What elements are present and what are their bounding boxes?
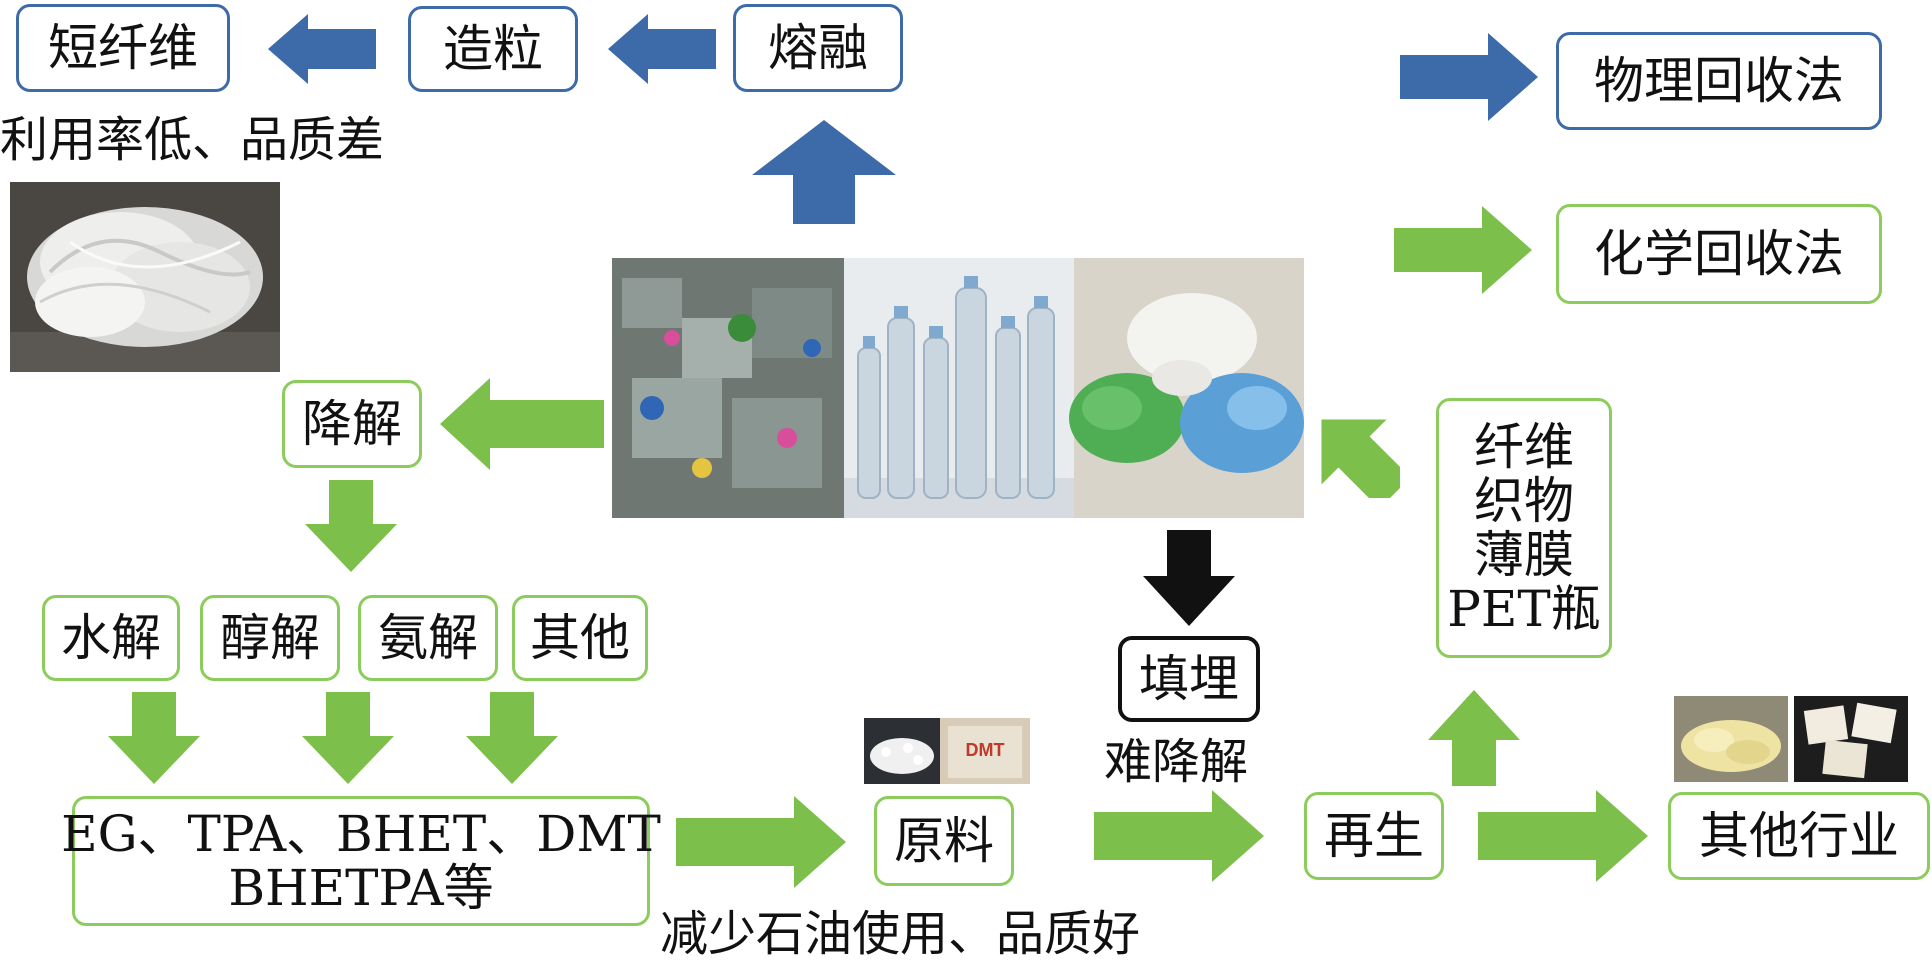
pet-waste-photo bbox=[612, 258, 1304, 518]
other-industry-box: 其他行业 bbox=[1668, 792, 1930, 880]
legend-physical-label: 物理回收法 bbox=[1594, 51, 1844, 110]
others-box: 其他 bbox=[512, 595, 648, 681]
arrow-regeneration-to-industry-icon bbox=[1478, 790, 1648, 882]
arrow-raw-to-regeneration-icon bbox=[1094, 790, 1264, 882]
landfill-note: 难降解 bbox=[1104, 734, 1249, 790]
arrow-alcoholysis-down-icon bbox=[302, 692, 394, 784]
alcoholysis-box: 醇解 bbox=[200, 595, 340, 681]
arrow-granulation-to-fiber-icon bbox=[268, 14, 376, 84]
regeneration-label: 再生 bbox=[1324, 806, 1424, 865]
degradation-box: 降解 bbox=[282, 380, 422, 468]
products-line1: EG、TPA、BHET、DMT bbox=[61, 805, 661, 863]
other-industry-label: 其他行业 bbox=[1699, 806, 1899, 865]
arrow-regeneration-up-icon bbox=[1428, 690, 1520, 786]
use-film: 薄膜 bbox=[1474, 526, 1574, 584]
alcoholysis-label: 醇解 bbox=[220, 608, 320, 667]
arrow-ammonolysis-down-icon bbox=[466, 692, 558, 784]
fiber-photo bbox=[10, 182, 280, 372]
use-fiber: 纤维 bbox=[1474, 418, 1574, 476]
arrow-pet-to-landfill-icon bbox=[1143, 530, 1235, 626]
short-fiber-box: 短纤维 bbox=[16, 4, 230, 92]
uses-box: 纤维 织物 薄膜 PET瓶 bbox=[1436, 398, 1612, 658]
melting-box: 熔融 bbox=[733, 4, 903, 92]
others-label: 其他 bbox=[530, 608, 630, 667]
products-line2: BHETPA等 bbox=[228, 859, 494, 917]
arrow-uses-to-pet-icon bbox=[1321, 419, 1400, 498]
physical-note: 利用率低、品质差 bbox=[0, 112, 385, 168]
arrow-melting-to-granulation-icon bbox=[608, 14, 716, 84]
raw-material-label: 原料 bbox=[894, 811, 994, 870]
hydrolysis-box: 水解 bbox=[42, 595, 180, 681]
granulation-box: 造粒 bbox=[408, 6, 578, 92]
products-box: EG、TPA、BHET、DMT BHETPA等 bbox=[61, 796, 661, 926]
raw-material-photo: DMT bbox=[864, 718, 1030, 784]
granulation-label: 造粒 bbox=[443, 19, 543, 78]
ammonolysis-label: 氨解 bbox=[378, 608, 478, 667]
industry-photo bbox=[1674, 696, 1908, 782]
legend-chemical-arrow-icon bbox=[1394, 206, 1532, 294]
regeneration-box: 再生 bbox=[1304, 792, 1444, 880]
landfill-label: 填埋 bbox=[1139, 649, 1239, 708]
arrow-hydrolysis-down-icon bbox=[108, 692, 200, 784]
legend-chemical-label: 化学回收法 bbox=[1594, 224, 1844, 283]
hydrolysis-label: 水解 bbox=[61, 608, 161, 667]
legend-physical-arrow-icon bbox=[1400, 33, 1538, 121]
svg-text:DMT: DMT bbox=[966, 740, 1005, 760]
arrow-degradation-down-icon bbox=[305, 480, 397, 572]
use-fabric: 织物 bbox=[1474, 472, 1574, 530]
melting-label: 熔融 bbox=[768, 18, 868, 77]
legend-chemical-box: 化学回收法 bbox=[1556, 204, 1882, 304]
use-pet-bottle: PET瓶 bbox=[1447, 580, 1601, 638]
ammonolysis-box: 氨解 bbox=[358, 595, 498, 681]
raw-material-note: 减少石油使用、品质好 bbox=[660, 906, 1141, 962]
raw-material-box: 原料 bbox=[874, 796, 1014, 886]
landfill-box: 填埋 bbox=[1118, 636, 1260, 722]
arrow-pet-to-melting-icon bbox=[752, 120, 896, 224]
legend-physical-box: 物理回收法 bbox=[1556, 32, 1882, 130]
arrow-products-to-raw-icon bbox=[676, 796, 846, 888]
arrow-pet-to-degradation-icon bbox=[440, 378, 604, 470]
degradation-label: 降解 bbox=[302, 394, 402, 453]
short-fiber-label: 短纤维 bbox=[48, 18, 198, 77]
